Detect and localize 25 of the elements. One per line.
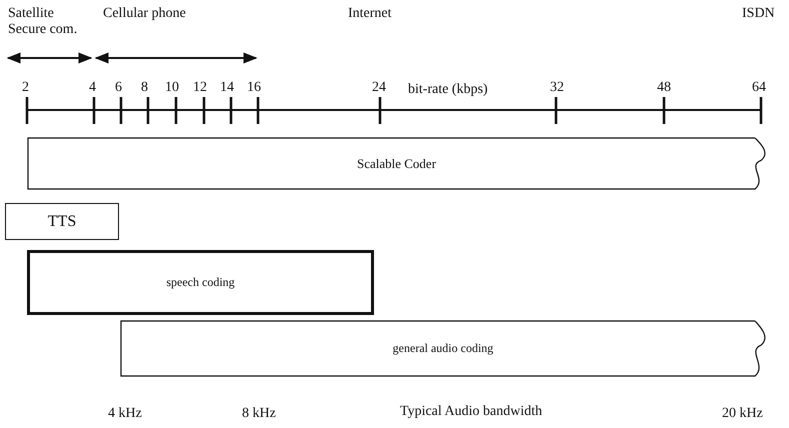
- label: Cellular phone: [103, 6, 186, 22]
- process-box: speech coding: [27, 250, 374, 315]
- tick-value: 8: [141, 80, 148, 96]
- open-ended-bar: general audio coding: [120, 320, 766, 377]
- tick-value: 2: [22, 80, 29, 96]
- open-ended-bar: Scalable Coder: [27, 137, 766, 190]
- tick-value: 14: [220, 80, 234, 96]
- label: Internet: [348, 6, 392, 22]
- tick-value: 48: [657, 80, 671, 96]
- tick-value: 64: [752, 80, 766, 96]
- axis-title: Typical Audio bandwidth: [400, 404, 542, 420]
- tick-value: 16: [247, 80, 261, 96]
- tick-value: 24: [372, 80, 386, 96]
- label: Satellite Secure com.: [8, 6, 78, 38]
- label: ISDN: [742, 6, 775, 22]
- label: 4 kHz: [108, 406, 142, 422]
- process-box: TTS: [5, 203, 119, 240]
- tick-value: 6: [115, 80, 122, 96]
- label: 8 kHz: [242, 406, 276, 422]
- tick-value: 10: [165, 80, 179, 96]
- tick-value: 4: [89, 80, 96, 96]
- label: 20 kHz: [722, 406, 763, 422]
- tick-value: 32: [550, 80, 564, 96]
- axis-title: bit-rate (kbps): [408, 82, 488, 98]
- tick-value: 12: [193, 80, 207, 96]
